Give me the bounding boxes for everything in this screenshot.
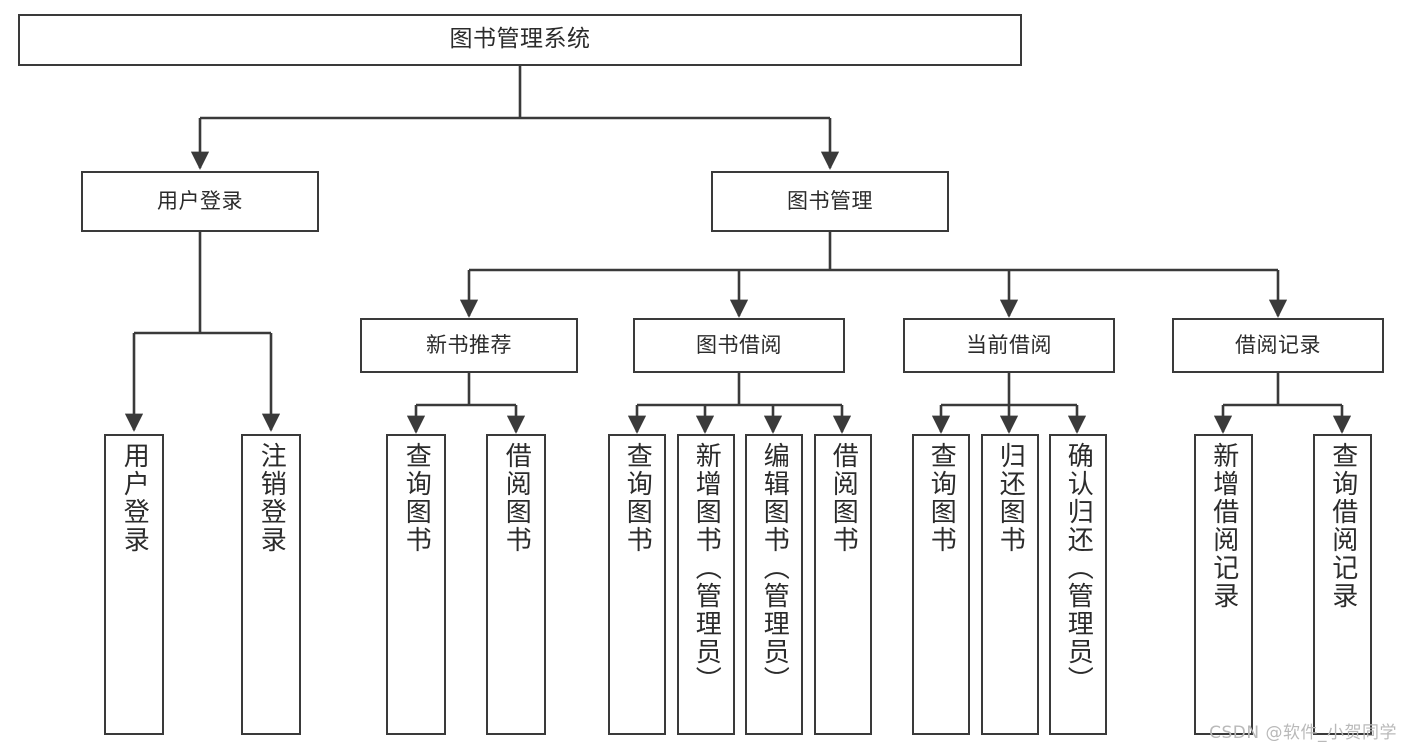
leaf-query-book-newbook[interactable]: 查询图书 [386, 434, 446, 735]
leaf-confirm-return-admin[interactable]: 确认归还（管理员） [1049, 434, 1107, 735]
node-label: 新增图书（管理员） [691, 442, 722, 694]
node-label: 查询图书 [622, 442, 653, 554]
node-book-borrow[interactable]: 图书借阅 [633, 318, 845, 373]
node-label: 用户登录 [157, 189, 243, 214]
node-current-borrow[interactable]: 当前借阅 [903, 318, 1115, 373]
node-label: 查询图书 [401, 442, 432, 554]
node-borrow-record[interactable]: 借阅记录 [1172, 318, 1384, 373]
node-label: 查询借阅记录 [1327, 442, 1358, 610]
node-label: 借阅图书 [501, 442, 532, 554]
node-root-book-management-system[interactable]: 图书管理系统 [18, 14, 1022, 66]
node-new-book-recommendation[interactable]: 新书推荐 [360, 318, 578, 373]
leaf-query-borrow-record[interactable]: 查询借阅记录 [1313, 434, 1372, 735]
node-label: 新书推荐 [426, 333, 512, 358]
leaf-edit-book-admin[interactable]: 编辑图书（管理员） [745, 434, 803, 735]
leaf-borrow-book[interactable]: 借阅图书 [814, 434, 872, 735]
leaf-add-borrow-record[interactable]: 新增借阅记录 [1194, 434, 1253, 735]
node-label: 图书借阅 [696, 333, 782, 358]
leaf-query-book-current[interactable]: 查询图书 [912, 434, 970, 735]
node-user-login[interactable]: 用户登录 [81, 171, 319, 232]
node-label: 当前借阅 [966, 333, 1052, 358]
node-label: 用户登录 [119, 442, 150, 554]
node-book-management[interactable]: 图书管理 [711, 171, 949, 232]
node-label: 注销登录 [256, 442, 287, 554]
node-label: 借阅图书 [828, 442, 859, 554]
leaf-user-logout[interactable]: 注销登录 [241, 434, 301, 735]
watermark: CSDN @软件_小贺同学 [1209, 723, 1397, 743]
node-label: 图书管理系统 [449, 26, 591, 53]
node-label: 图书管理 [787, 189, 873, 214]
node-label: 查询图书 [926, 442, 957, 554]
leaf-query-book-borrow[interactable]: 查询图书 [608, 434, 666, 735]
leaf-add-book-admin[interactable]: 新增图书（管理员） [677, 434, 735, 735]
node-label: 新增借阅记录 [1208, 442, 1239, 610]
leaf-return-book[interactable]: 归还图书 [981, 434, 1039, 735]
node-label: 借阅记录 [1235, 333, 1321, 358]
node-label: 编辑图书（管理员） [759, 442, 790, 694]
node-label: 确认归还（管理员） [1063, 442, 1094, 694]
leaf-user-login[interactable]: 用户登录 [104, 434, 164, 735]
node-label: 归还图书 [995, 442, 1026, 554]
leaf-borrow-book-newbook[interactable]: 借阅图书 [486, 434, 546, 735]
